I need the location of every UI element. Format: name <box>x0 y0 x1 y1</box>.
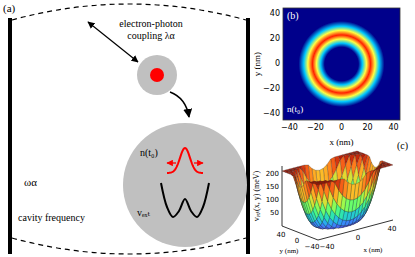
motion-arrow <box>194 162 203 163</box>
tick-label: 200 <box>266 170 279 178</box>
tick-label: 40 <box>270 10 280 19</box>
density-peak <box>167 148 203 173</box>
annotation-text: ωα <box>24 176 37 189</box>
tick-label: 40 <box>388 123 398 132</box>
circle-outline <box>123 123 247 247</box>
axis-label: y (nm) <box>280 247 299 255</box>
axis-label: vₑₓₜ(x, y) (meV) <box>252 171 261 222</box>
quantum-ring <box>137 55 177 95</box>
tick-label: 0 <box>295 237 299 245</box>
tick-label: 0 <box>275 59 280 68</box>
annotation-text: electron-photon coupling λα <box>112 18 190 41</box>
tick-label: 20 <box>270 34 280 43</box>
axis-label: x (nm) <box>364 246 383 254</box>
axis-label: y (nm) <box>252 52 262 76</box>
cavity-mirror <box>8 18 12 254</box>
tick-label: 0 <box>339 123 344 132</box>
node-text: n(t₀) <box>140 147 158 159</box>
panel-label: (b) <box>287 10 299 22</box>
tick-label: 50 <box>270 209 279 217</box>
axis-label: x (nm) <box>329 137 353 147</box>
tick-label: 40 <box>388 225 397 233</box>
cavity-mirror <box>246 18 250 254</box>
tick-label: −40 <box>305 243 320 251</box>
tick-label: 0 <box>356 234 360 242</box>
map-label: n(t₀) <box>287 104 303 114</box>
tick-label: 150 <box>266 183 279 191</box>
surface-cell <box>331 180 337 183</box>
tick-label: −40 <box>281 123 298 132</box>
axis-line <box>282 166 283 226</box>
double-well-potential <box>161 183 209 217</box>
zoom-arrow <box>170 92 189 117</box>
panel-label: (a) <box>3 2 15 15</box>
surface-cell <box>316 183 322 185</box>
density-map <box>283 8 400 120</box>
cavity-mode <box>12 4 246 20</box>
annotation-text: cavity frequency <box>18 212 85 224</box>
surface-cell <box>293 175 299 193</box>
axis-line <box>282 226 318 240</box>
circle-fill <box>123 123 247 247</box>
zoom-circle: n(t₀) vₑₓₜ <box>123 123 247 247</box>
tick-label: −40 <box>263 109 280 118</box>
motion-arrow <box>167 162 176 163</box>
tick-label: 40 <box>277 231 286 239</box>
tick-label: −40 <box>320 243 335 251</box>
surface-cell <box>323 165 329 186</box>
panel-label: (c) <box>397 140 408 152</box>
tick-label: 20 <box>362 123 372 132</box>
potential-surface <box>282 151 393 229</box>
node-text: vₑₓₜ <box>137 207 150 219</box>
tick-label: −20 <box>263 84 280 93</box>
tick-label: −20 <box>307 123 324 132</box>
electron-density <box>150 68 164 82</box>
tick-label: 100 <box>266 196 279 204</box>
